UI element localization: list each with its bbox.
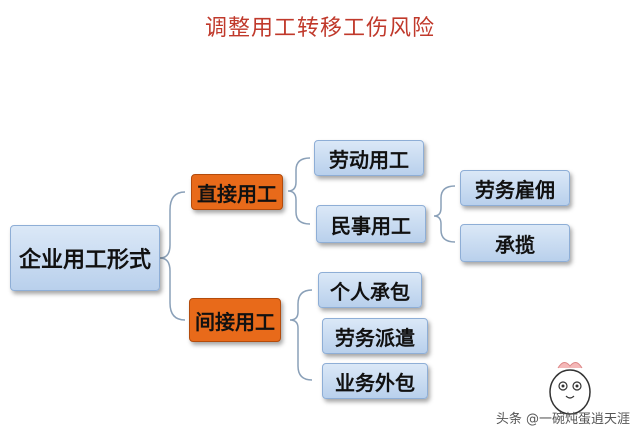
- mascot-icon: [549, 362, 591, 415]
- labor-employment-node: 劳动用工: [314, 140, 424, 176]
- civil-employment-node: 民事用工: [316, 205, 426, 243]
- direct-brace: [287, 157, 311, 225]
- diagram-title: 调整用工转移工伤风险: [204, 16, 435, 41]
- watermark: 头条 @一碗炖蛋逍天涯: [495, 412, 630, 427]
- labor-hire-node: 劳务雇佣: [460, 170, 570, 206]
- individual-contract-node: 个人承包: [318, 272, 422, 308]
- indirect-brace: [289, 289, 313, 381]
- indirect-employment-node: 间接用工: [189, 298, 281, 342]
- direct-employment-node: 直接用工: [191, 174, 283, 210]
- business-outsourcing-node: 业务外包: [322, 363, 428, 399]
- contracting-node: 承揽: [460, 224, 570, 262]
- root-node: 企业用工形式: [10, 225, 160, 291]
- labor-dispatch-node: 劳务派遣: [322, 318, 428, 354]
- root-brace: [159, 191, 186, 321]
- civil-brace: [433, 185, 456, 243]
